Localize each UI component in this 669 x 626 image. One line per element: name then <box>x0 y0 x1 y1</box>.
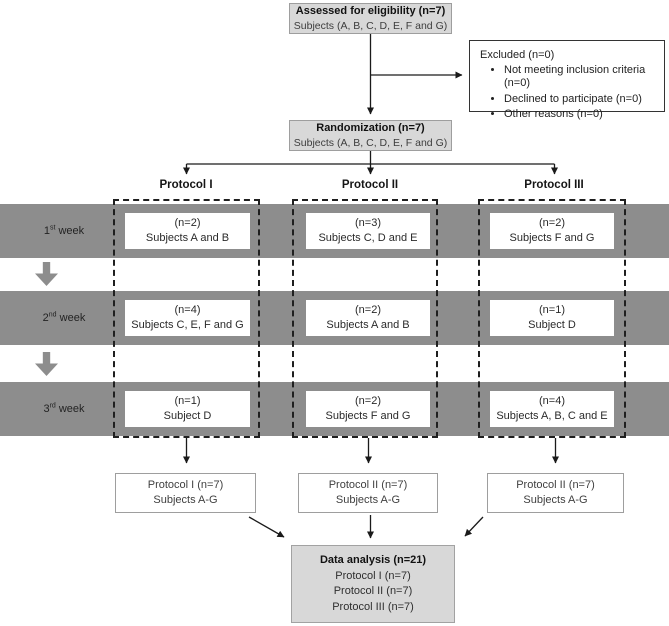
arrow-summary1-to-analysis <box>248 516 285 538</box>
summary-title: Protocol II (n=7) <box>328 479 408 491</box>
excluded-title: Excluded (n=0) <box>480 49 555 61</box>
data-analysis-box: Data analysis (n=21) Protocol I (n=7) Pr… <box>291 545 455 623</box>
week-2-label: 2nd week <box>42 311 86 324</box>
cell-week2-protocol3: (n=1) Subject D <box>490 300 614 336</box>
summary-protocol-1-box: Protocol I (n=7) Subjects A-G <box>115 473 256 513</box>
cell-n: (n=4) <box>539 395 565 407</box>
analysis-line: Protocol I (n=7) <box>335 569 411 582</box>
excluded-item: Not meeting inclusion criteria (n=0) <box>504 64 658 90</box>
summary-title: Protocol I (n=7) <box>147 479 224 491</box>
protocol-3-header: Protocol III <box>524 179 584 191</box>
summary-subjects: Subjects A-G <box>153 494 218 506</box>
cell-subjects: Subject D <box>528 319 576 331</box>
cell-n: (n=1) <box>174 395 201 407</box>
cell-subjects: Subjects C, E, F and G <box>131 319 244 331</box>
excluded-list: Not meeting inclusion criteria (n=0) Dec… <box>480 64 658 121</box>
eligibility-subtitle: Subjects (A, B, C, D, E, F and G) <box>293 19 448 32</box>
excluded-item: Other reasons (n=0) <box>504 108 658 121</box>
cell-subjects: Subjects C, D and E <box>318 232 418 244</box>
summary-protocol-3-box: Protocol II (n=7) Subjects A-G <box>487 473 624 513</box>
eligibility-box: Assessed for eligibility (n=7) Subjects … <box>289 3 452 34</box>
summary-protocol-2-box: Protocol II (n=7) Subjects A-G <box>298 473 438 513</box>
cell-week3-protocol2: (n=2) Subjects F and G <box>306 391 430 427</box>
excluded-item: Declined to participate (n=0) <box>504 93 658 106</box>
cell-week2-protocol2: (n=2) Subjects A and B <box>306 300 430 336</box>
cell-week3-protocol1: (n=1) Subject D <box>125 391 250 427</box>
analysis-title: Data analysis (n=21) <box>319 554 427 566</box>
cell-subjects: Subjects A, B, C and E <box>496 410 608 422</box>
randomization-box: Randomization (n=7) Subjects (A, B, C, D… <box>289 120 452 151</box>
protocol-3-column <box>478 199 626 438</box>
week1-to-week2-arrow-icon <box>35 262 58 286</box>
protocol-2-column <box>292 199 438 438</box>
cell-n: (n=3) <box>355 217 381 229</box>
excluded-box: Excluded (n=0) Not meeting inclusion cri… <box>469 40 665 120</box>
cell-week1-protocol3: (n=2) Subjects F and G <box>490 213 614 249</box>
summary-subjects: Subjects A-G <box>335 494 401 506</box>
cell-n: (n=1) <box>539 304 565 316</box>
cell-n: (n=2) <box>355 395 381 407</box>
randomization-title: Randomization (n=7) <box>316 121 425 134</box>
randomization-subtitle: Subjects (A, B, C, D, E, F and G) <box>293 136 448 149</box>
cell-subjects: Subjects A and B <box>326 319 410 331</box>
cell-week3-protocol3: (n=4) Subjects A, B, C and E <box>490 391 614 427</box>
analysis-line: Protocol III (n=7) <box>332 600 414 613</box>
cell-n: (n=2) <box>174 217 201 229</box>
cell-week2-protocol1: (n=4) Subjects C, E, F and G <box>125 300 250 336</box>
eligibility-title: Assessed for eligibility (n=7) <box>295 4 446 17</box>
cell-week1-protocol2: (n=3) Subjects C, D and E <box>306 213 430 249</box>
cell-subjects: Subjects F and G <box>325 410 411 422</box>
week2-to-week3-arrow-icon <box>35 352 58 376</box>
summary-title: Protocol II (n=7) <box>516 479 595 491</box>
cell-n: (n=4) <box>174 304 201 316</box>
cell-n: (n=2) <box>539 217 565 229</box>
cell-n: (n=2) <box>355 304 381 316</box>
cell-week1-protocol1: (n=2) Subjects A and B <box>125 213 250 249</box>
arrow-summary3-to-analysis <box>464 516 484 537</box>
protocol-1-header: Protocol I <box>159 179 213 191</box>
week-1-label: 1st week <box>43 224 85 237</box>
cell-subjects: Subjects F and G <box>509 232 595 244</box>
cell-subjects: Subject D <box>163 410 212 422</box>
summary-subjects: Subjects A-G <box>523 494 588 506</box>
week-3-label: 3rd week <box>43 402 85 415</box>
cell-subjects: Subjects A and B <box>145 232 230 244</box>
protocol-2-header: Protocol II <box>341 179 399 191</box>
protocol-1-column <box>113 199 260 438</box>
analysis-line: Protocol II (n=7) <box>333 585 413 597</box>
